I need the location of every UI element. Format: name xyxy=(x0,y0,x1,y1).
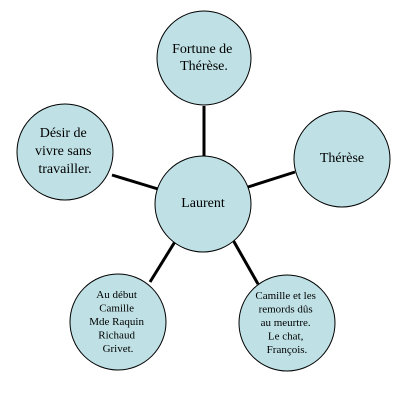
node-top: Fortune de Thérèse. xyxy=(156,10,252,106)
node-center-label: Laurent xyxy=(181,196,225,211)
node-right-label: Thérèse xyxy=(320,151,364,166)
node-left: Désir de vivre sans travailler. xyxy=(16,103,114,201)
connector-right xyxy=(247,170,296,189)
connector-bottom-left xyxy=(148,239,178,283)
node-right: Thérèse xyxy=(293,110,391,208)
node-bottom-right: Camille et les remords dûs au meurtre. L… xyxy=(238,274,336,372)
connectors xyxy=(111,106,296,285)
node-top-label: Fortune de Thérèse. xyxy=(172,42,236,74)
node-bottom-left-label: Au début Camille Mde Raquin Richaud Griv… xyxy=(89,289,146,355)
node-left-label: Désir de vivre sans travailler. xyxy=(35,126,95,177)
node-bottom-right-label: Camille et les remords dûs au meurtre. L… xyxy=(255,290,318,356)
connector-left xyxy=(111,173,159,191)
connector-bottom-right xyxy=(231,239,260,285)
node-bottom-left: Au début Camille Mde Raquin Richaud Griv… xyxy=(69,273,167,371)
node-center: Laurent xyxy=(154,155,252,253)
